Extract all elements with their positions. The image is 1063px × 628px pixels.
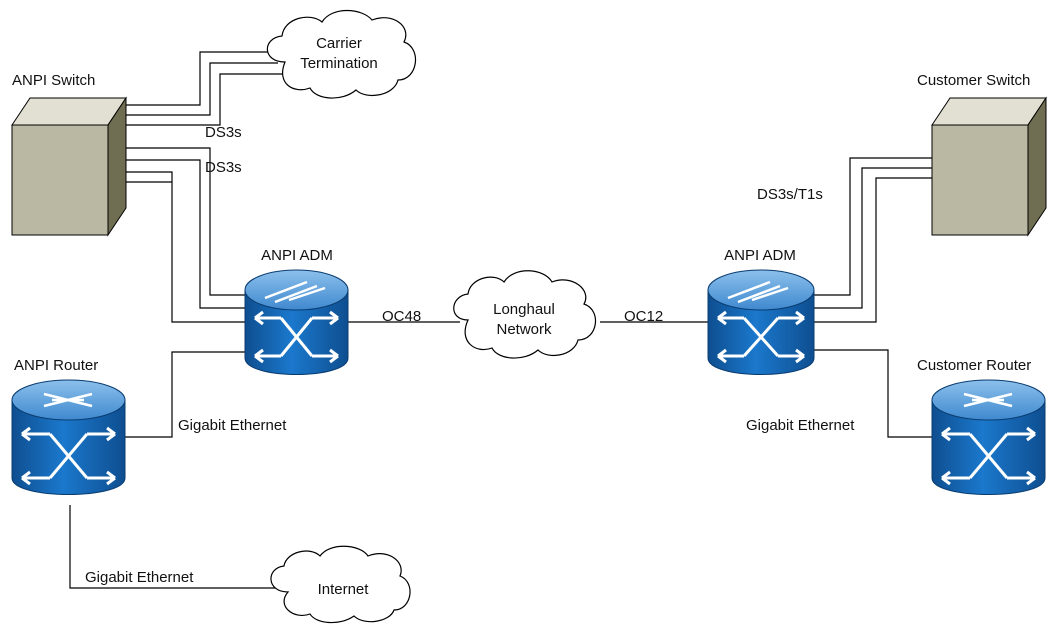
switch-box-icon (11, 96, 127, 237)
link-label-gige-anpi: Gigabit Ethernet (178, 417, 287, 434)
customer-router: Customer Router (917, 357, 1046, 495)
link-label-oc12: OC12 (624, 308, 663, 325)
link-label-gige-internet: Gigabit Ethernet (85, 569, 194, 586)
link-label-oc48: OC48 (382, 308, 421, 325)
link-label-gige-customer: Gigabit Ethernet (746, 417, 855, 434)
customer-router-label: Customer Router (917, 357, 1031, 374)
cloud-icon (266, 10, 417, 99)
carrier-termination-cloud: Carrier Termination (266, 10, 417, 99)
adm-cylinder-icon (707, 269, 815, 375)
carrier-termination-label-1: Carrier (316, 35, 362, 52)
cloud-icon (453, 270, 597, 359)
cloud-icon (270, 545, 411, 624)
anpi-adm-left: ANPI ADM (244, 247, 349, 375)
adm-cylinder-icon (244, 269, 349, 375)
longhaul-label-1: Longhaul (493, 301, 555, 318)
switch-box-icon (931, 96, 1047, 237)
internet-label: Internet (318, 581, 370, 598)
customer-switch-label: Customer Switch (917, 72, 1030, 89)
router-cylinder-icon (11, 379, 126, 495)
carrier-termination-label-2: Termination (300, 55, 378, 72)
anpi-switch: ANPI Switch (11, 72, 127, 237)
longhaul-network-cloud: Longhaul Network (453, 270, 597, 359)
internet-cloud: Internet (270, 545, 411, 624)
anpi-switch-label: ANPI Switch (12, 72, 95, 89)
link-label-ds3s-carrier: DS3s (205, 124, 242, 141)
connection-lines (69, 51, 932, 589)
longhaul-label-2: Network (496, 321, 552, 338)
link-label-ds3s-adm: DS3s (205, 159, 242, 176)
anpi-adm-left-label: ANPI ADM (261, 247, 333, 264)
anpi-adm-right: ANPI ADM (707, 247, 815, 375)
customer-switch: Customer Switch (917, 72, 1047, 237)
router-cylinder-icon (931, 379, 1046, 495)
anpi-router-label: ANPI Router (14, 357, 98, 374)
anpi-adm-right-label: ANPI ADM (724, 247, 796, 264)
anpi-router: ANPI Router (11, 357, 126, 495)
link-label-ds3s-t1s: DS3s/T1s (757, 186, 823, 203)
